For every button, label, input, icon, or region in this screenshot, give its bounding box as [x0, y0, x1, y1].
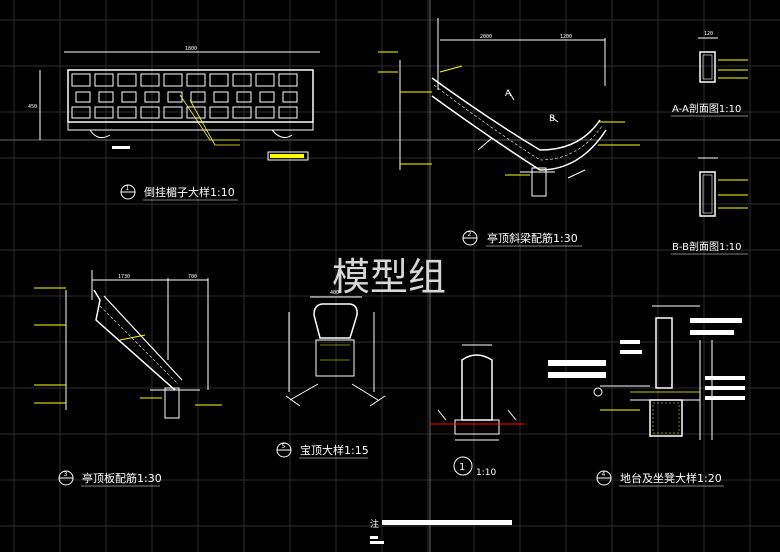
note-label: 注: [370, 518, 379, 530]
finial-title: 宝顶大样1:15: [300, 443, 369, 457]
platform-title: 地台及坐凳大样1:20: [620, 471, 722, 485]
section-aa-detail: 120 A-A剖面图1:10: [671, 31, 748, 117]
section-aa-title: A-A剖面图1:10: [672, 102, 741, 115]
detail-number-3: 3: [64, 471, 68, 478]
beam-width-dim-2: 1200: [560, 34, 572, 40]
lattice-pattern: [71, 73, 298, 119]
note-block: 注: [370, 518, 512, 544]
platform-detail: 4 地台及坐凳大样1:20: [548, 305, 745, 487]
lattice-height-dim: 450: [28, 104, 37, 110]
finial-detail: 400 5 宝顶大样1:15: [276, 290, 386, 459]
section-mark-b: B: [549, 114, 555, 124]
section-mark-a: A: [505, 89, 512, 99]
roof-beam-detail: 2000 1200 A B 2 亭顶斜梁配筋1:30: [378, 18, 640, 247]
roof-slab-detail: 1730 700 3 亭顶板配筋1:30: [34, 270, 222, 487]
detail-number-5: 5: [282, 443, 286, 450]
post-detail-scale: 1:10: [476, 468, 496, 478]
detail-number-1: 1: [126, 185, 130, 192]
detail-number-4: 4: [602, 471, 606, 478]
detail-number-2: 2: [468, 231, 472, 238]
roof-beam-title: 亭顶斜梁配筋1:30: [487, 231, 578, 245]
roof-slab-title: 亭顶板配筋1:30: [82, 471, 162, 485]
watermark: 模型组: [332, 255, 446, 299]
hanging-lattice-title: 倒挂楣子大样1:10: [144, 185, 235, 199]
post-detail: 1 1:10: [430, 344, 525, 478]
post-detail-number: 1: [459, 462, 465, 473]
beam-width-dim-1: 2000: [480, 34, 492, 40]
slab-width-dim-2: 700: [188, 274, 197, 280]
section-bb-title: B-B剖面图1:10: [672, 240, 741, 253]
slab-width-dim-1: 1730: [118, 274, 130, 280]
section-aa-width-dim: 120: [704, 31, 713, 37]
finial-width-dim: 400: [330, 290, 339, 296]
lattice-width-dim: 1800: [185, 46, 197, 52]
hanging-lattice-detail: 1800 450 1 倒挂楣子大样1:10: [28, 46, 320, 201]
detail-marker-post: [453, 456, 473, 476]
section-bb-detail: B-B剖面图1:10: [671, 157, 748, 255]
